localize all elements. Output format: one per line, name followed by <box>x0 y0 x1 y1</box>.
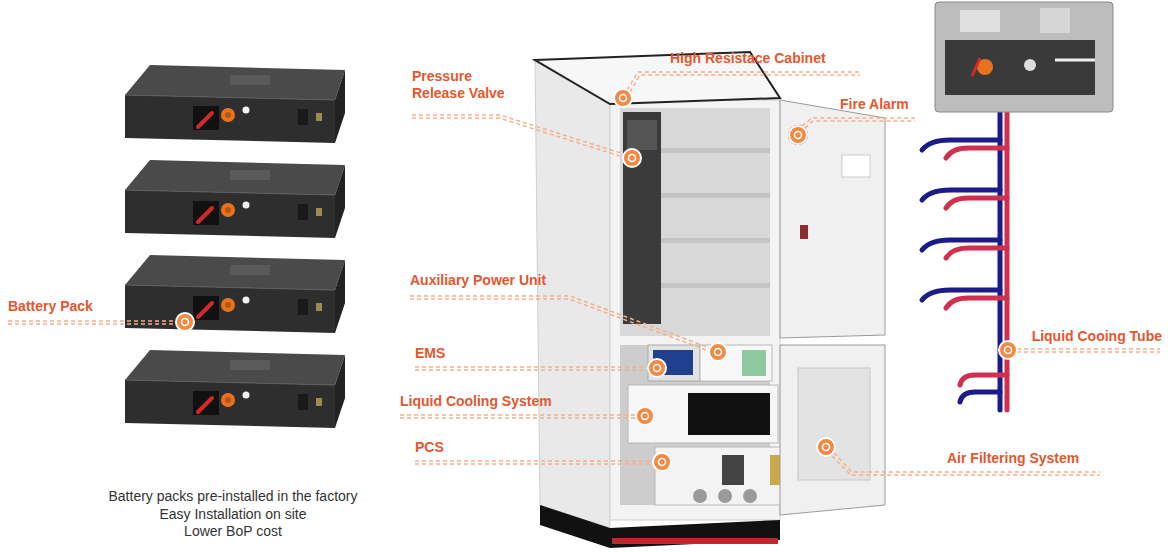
fire-alarm-device <box>788 125 808 145</box>
blue-tube <box>998 112 1003 410</box>
leader-line <box>412 118 623 157</box>
caption-line: Battery packs pre-installed in the facto… <box>108 488 357 505</box>
fan <box>693 489 707 503</box>
leader-line <box>415 369 648 371</box>
ems-unit <box>648 345 700 381</box>
shelf <box>661 193 770 198</box>
leader-line <box>415 460 653 462</box>
shelf <box>661 283 770 288</box>
leader-line <box>1017 348 1160 350</box>
callout-label: EMS <box>415 345 445 362</box>
callout-label: Liquid Cooling System <box>400 393 552 410</box>
battery-pack-image <box>125 160 345 238</box>
red-branch <box>960 375 1007 385</box>
cooling-window <box>688 393 770 435</box>
inset-panel <box>945 40 1095 95</box>
red-branch <box>946 248 1007 258</box>
aux-panel <box>742 350 766 376</box>
lower-door <box>780 345 885 515</box>
air-filter-panel <box>798 368 870 480</box>
blue-branch <box>960 392 1000 402</box>
leader-line <box>400 417 636 419</box>
leader-line <box>415 463 653 465</box>
callout-marker <box>614 89 632 107</box>
callout-marker <box>648 359 666 377</box>
leader-line <box>400 414 636 416</box>
inset-photo <box>935 2 1113 112</box>
cabinet-base <box>540 505 780 548</box>
leader-line <box>1017 351 1160 353</box>
battery-packs <box>125 65 345 428</box>
shelf <box>661 148 770 153</box>
callout-marker <box>709 343 727 361</box>
inset-dot <box>1024 59 1036 71</box>
cooling-unit <box>628 385 778 443</box>
shelf <box>661 238 770 243</box>
leader-line <box>410 299 709 351</box>
door-latch <box>800 225 808 239</box>
upper-bay <box>620 108 770 336</box>
callout-marker <box>653 453 671 471</box>
callout-marker <box>817 438 835 456</box>
rack <box>623 112 661 324</box>
pcs-switch <box>722 455 744 485</box>
fan <box>743 489 757 503</box>
cabinet <box>535 52 885 548</box>
battery-pack-image <box>125 65 345 143</box>
callout-marker <box>623 149 641 167</box>
inset-wire <box>1055 59 1095 62</box>
caption-line: Easy Installation on site <box>159 506 306 523</box>
callout-label: High Resistace Cabinet <box>670 50 826 67</box>
red-tube <box>1005 112 1010 410</box>
leader-line <box>8 323 176 325</box>
inset-handle <box>972 58 980 76</box>
red-branch <box>946 198 1007 208</box>
callout-marker <box>999 341 1017 359</box>
leader-line <box>802 118 915 126</box>
leader-line <box>805 121 915 128</box>
inset-box <box>1040 8 1070 33</box>
leader-line <box>8 320 176 322</box>
callout-marker <box>636 407 654 425</box>
cooling-tubes <box>922 112 1007 410</box>
callout-label: Fire Alarm <box>840 96 909 113</box>
callout-marker <box>176 313 194 331</box>
callout-label: Battery Pack <box>8 298 93 315</box>
door-box <box>842 155 870 177</box>
callout-label: Air Filtering System <box>947 450 1079 467</box>
fan <box>718 489 732 503</box>
leader-lines <box>8 72 1160 475</box>
base-strip <box>612 538 778 544</box>
caption-line: Lower BoP cost <box>184 523 282 540</box>
callout-marker <box>789 126 807 144</box>
leader-line <box>415 366 648 368</box>
battery-pack-image <box>125 350 345 428</box>
inset-frame <box>935 2 1113 112</box>
upper-door <box>780 100 885 338</box>
callout-label: Auxiliary Power Unit <box>410 272 546 289</box>
valve-plate <box>627 120 657 150</box>
callout-markers <box>176 89 1017 471</box>
callout-label: Liquid Cooing Tube <box>1032 328 1162 345</box>
callout-label: PCS <box>415 439 444 456</box>
inset-box <box>960 10 1000 32</box>
leader-line <box>630 75 860 92</box>
red-branch <box>946 148 1007 158</box>
leader-line <box>412 115 624 154</box>
callout-label: Pressure Release Valve <box>412 68 520 102</box>
leader-line <box>410 296 710 348</box>
red-branch <box>946 298 1007 308</box>
